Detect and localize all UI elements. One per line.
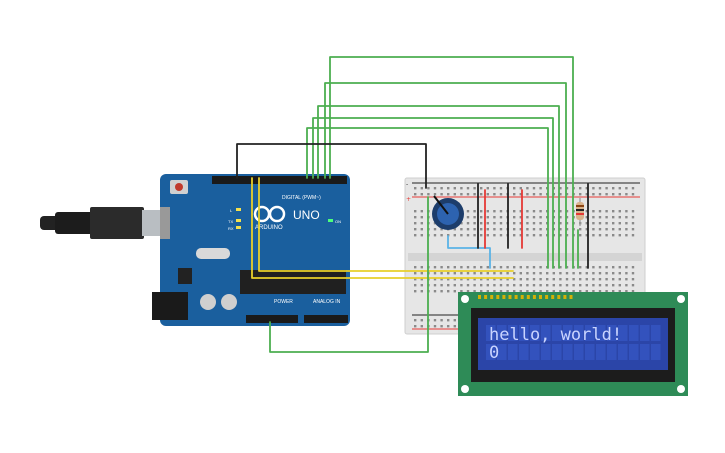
usb-socket — [160, 207, 170, 239]
power-header — [246, 315, 298, 323]
crystal-oscillator — [196, 248, 230, 259]
resistor-band-1 — [576, 205, 584, 207]
wire-green-4[interactable] — [312, 117, 554, 269]
arduino-board[interactable]: ARDUINO UNO DIGITAL (PWM~) POWER ANALOG … — [152, 174, 350, 326]
digital-header — [212, 176, 347, 184]
wire-green-5[interactable] — [306, 127, 549, 269]
digital-label: DIGITAL (PWM~) — [282, 195, 321, 201]
usb-connector-housing — [90, 207, 144, 239]
lcd-pin-header — [478, 295, 573, 299]
rx-led-label: RX — [228, 226, 234, 231]
analog-label: ANALOG IN — [313, 299, 341, 305]
lcd-line-2: 0 — [489, 343, 499, 363]
wires — [236, 56, 589, 353]
rail-minus-label: - — [406, 181, 408, 188]
on-led — [328, 219, 333, 222]
capacitor-1 — [200, 294, 216, 310]
voltage-regulator — [178, 268, 192, 284]
lcd-mount-hole-tr — [677, 295, 685, 303]
lcd-mount-hole-br — [677, 385, 685, 393]
resistor[interactable] — [576, 198, 584, 226]
wire-yellow-1[interactable] — [251, 177, 514, 279]
model-label: UNO — [293, 208, 320, 222]
wire-green-3[interactable] — [317, 105, 560, 269]
tx-led — [236, 219, 241, 222]
on-led-label: ON — [335, 219, 341, 224]
brand-label: ARDUINO — [255, 225, 283, 231]
microcontroller-chip — [240, 270, 346, 294]
wire-black-gnd[interactable] — [236, 143, 427, 189]
analog-header — [304, 315, 348, 323]
lcd-mount-hole-bl — [461, 385, 469, 393]
resistor-band-2 — [576, 209, 584, 211]
lcd-character-cells — [486, 325, 661, 360]
tx-led-label: TX — [228, 219, 233, 224]
capacitor-2 — [221, 294, 237, 310]
wire-blue-wiper[interactable] — [447, 235, 491, 269]
power-jack — [152, 292, 188, 320]
lcd-mount-hole-tl — [461, 295, 469, 303]
lcd-line-1: hello, world! — [489, 325, 622, 345]
potentiometer[interactable] — [432, 195, 464, 230]
usb-cable — [40, 207, 166, 239]
potentiometer-indicator — [433, 195, 449, 215]
rx-led — [236, 226, 241, 229]
wire-green-power[interactable] — [269, 196, 429, 353]
power-label: POWER — [274, 299, 293, 305]
breadboard-holes — [414, 187, 635, 328]
lcd-module[interactable]: hello, world! 0 — [458, 292, 688, 396]
l-led — [236, 208, 241, 211]
wire-green-2[interactable] — [324, 82, 567, 269]
usb-plug-body — [55, 212, 93, 234]
arduino-logo — [253, 205, 286, 223]
resistor-band-3 — [576, 213, 584, 215]
rail-plus-label: + — [406, 196, 411, 203]
breadboard-center-channel — [408, 253, 642, 261]
reset-button-cap[interactable] — [175, 183, 183, 191]
l-led-label: L — [230, 208, 233, 213]
